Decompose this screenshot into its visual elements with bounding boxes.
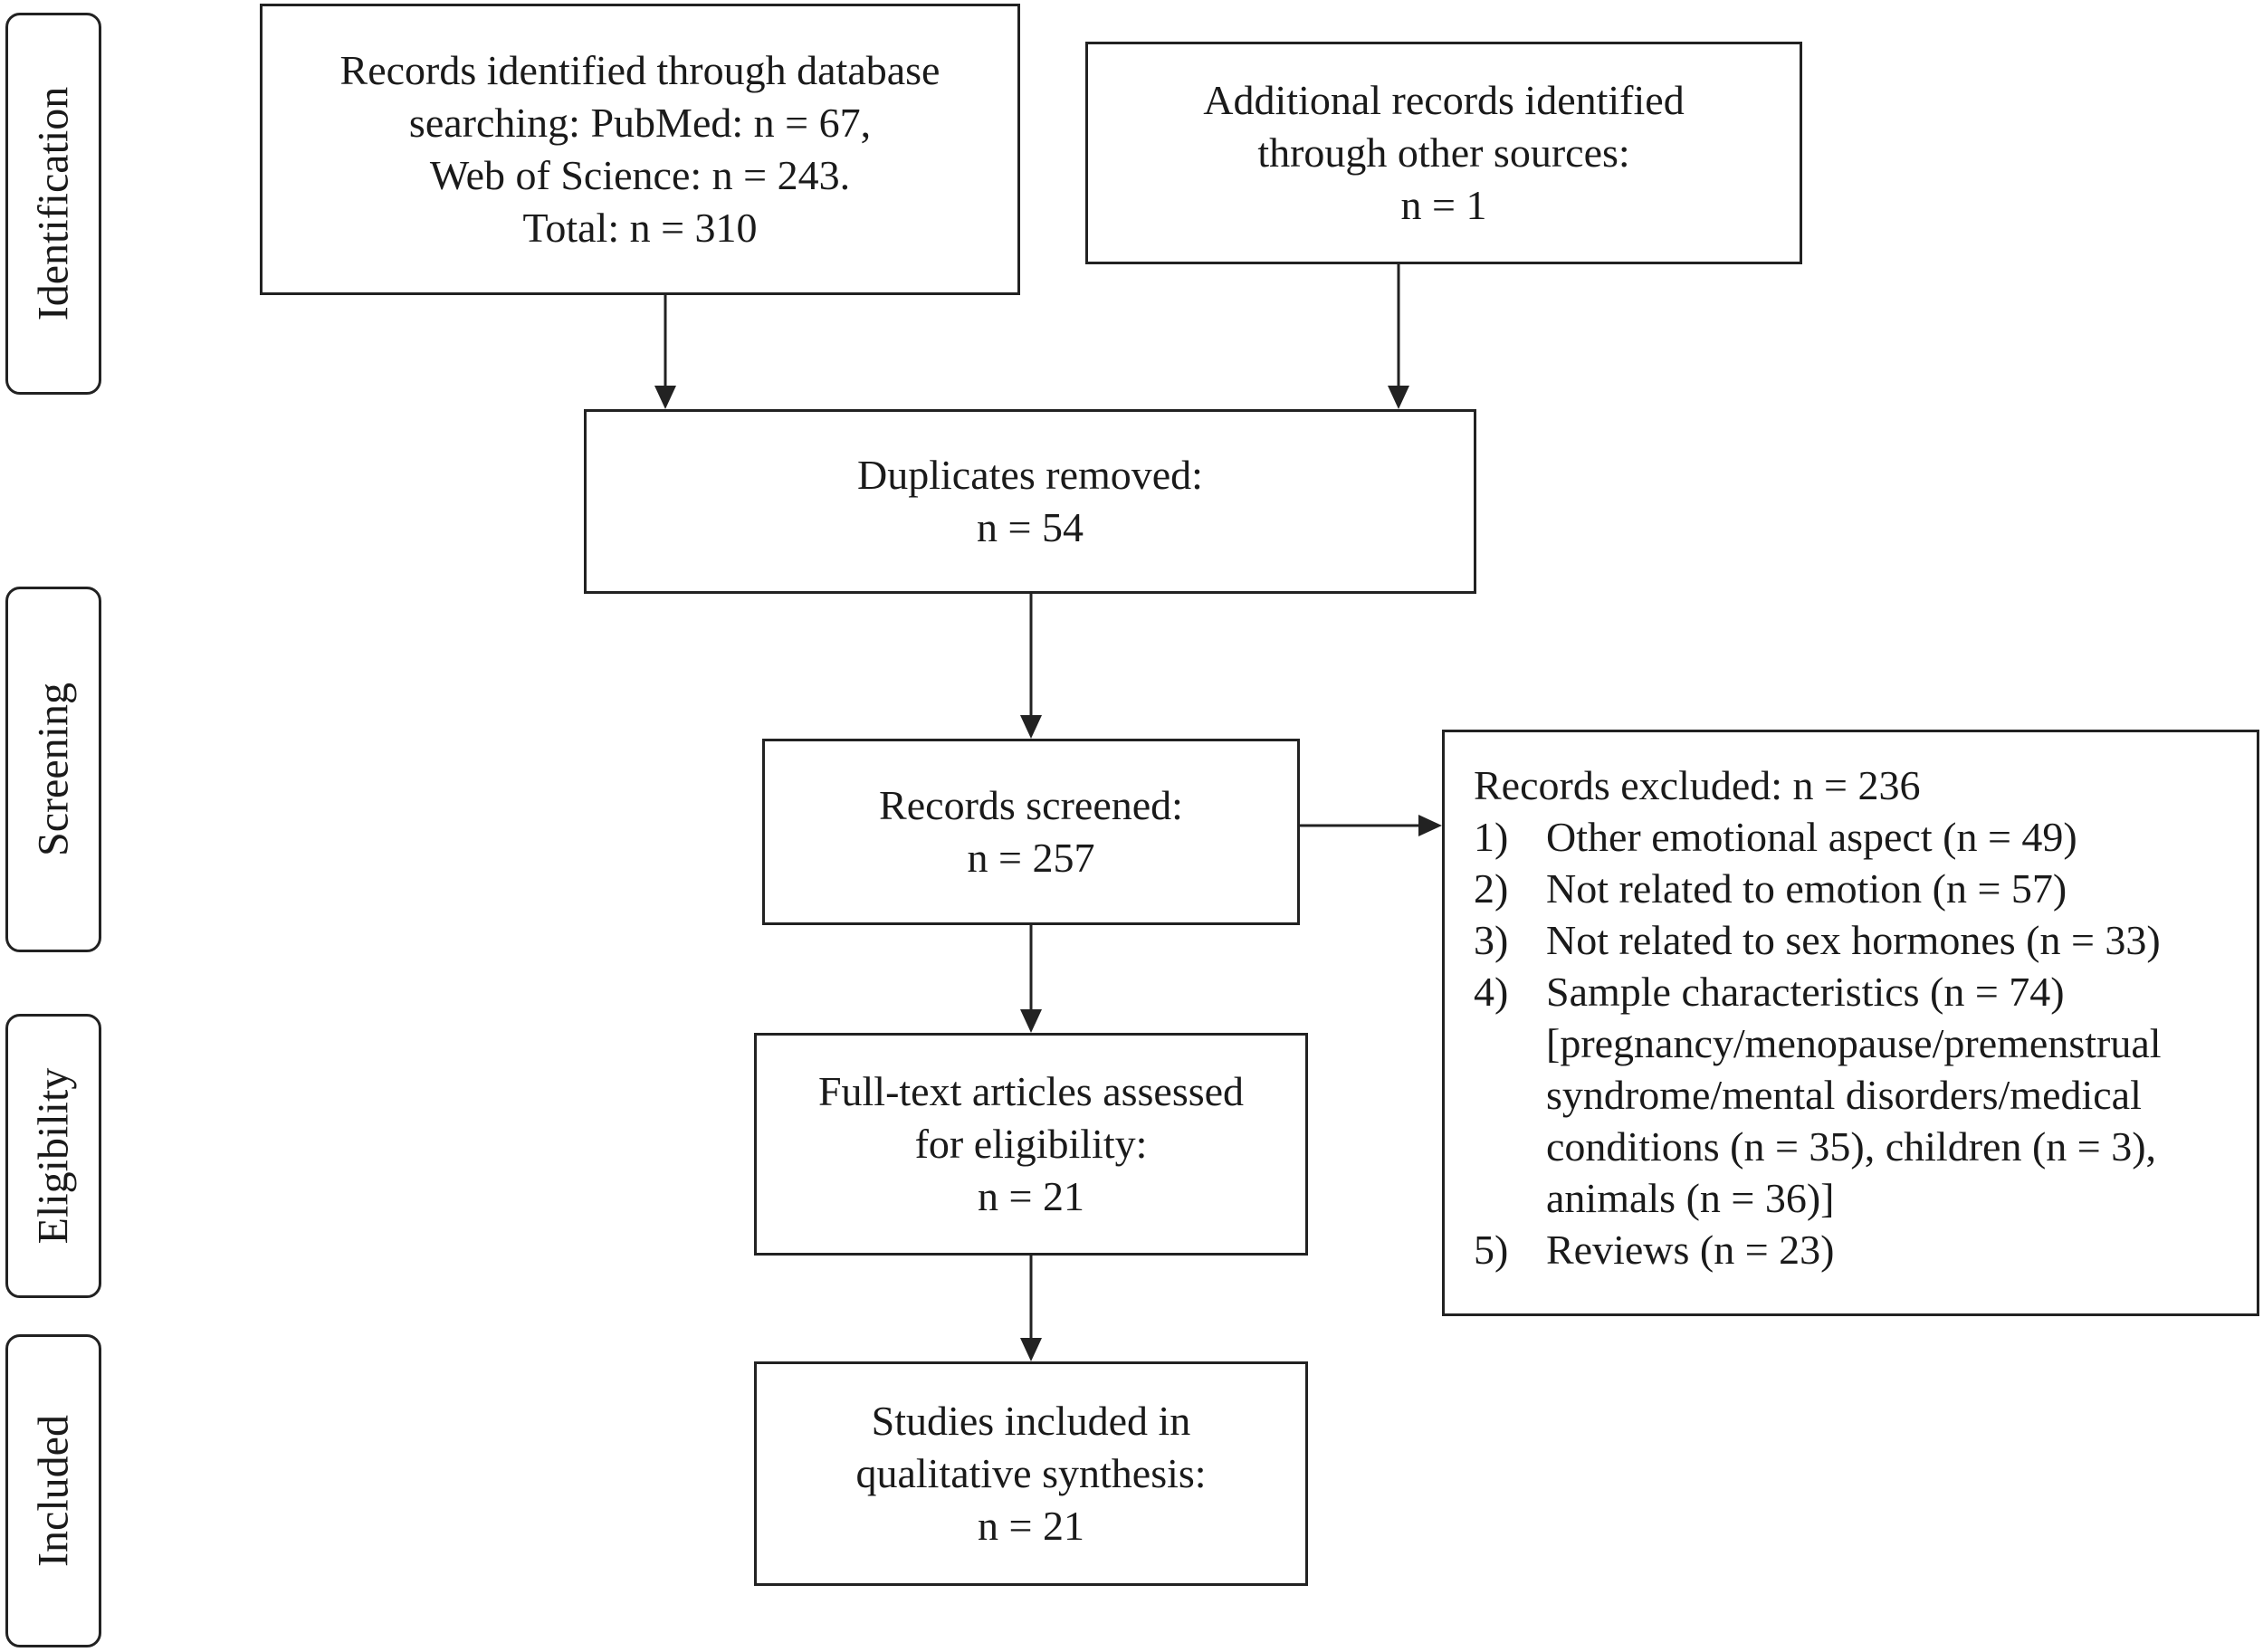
- box-line: n = 257: [967, 835, 1095, 881]
- box-line: n = 1: [1400, 182, 1487, 228]
- excluded-item-line: Other emotional aspect (n = 49): [1546, 814, 2077, 860]
- stage-included: Included: [5, 1334, 101, 1647]
- stage-eligibility: Eligibility: [5, 1014, 101, 1298]
- box-line: qualitative synthesis:: [855, 1450, 1207, 1496]
- records-screened-box: Records screened: n = 257: [762, 739, 1300, 925]
- excluded-item-line: syndrome/mental disorders/medical: [1546, 1072, 2142, 1118]
- arrowhead-icon: [1388, 386, 1409, 409]
- excluded-item-number: 4): [1474, 969, 1509, 1015]
- excluded-item-line: animals (n = 36)]: [1546, 1175, 1835, 1221]
- box-line: Records screened:: [879, 782, 1183, 828]
- box-line: for eligibility:: [914, 1121, 1148, 1167]
- records-excluded-box: Records excluded: n = 236 1) Other emoti…: [1442, 730, 2259, 1316]
- box-line: Total: n = 310: [522, 205, 758, 251]
- excluded-item-line: conditions (n = 35), children (n = 3),: [1546, 1123, 2157, 1170]
- excluded-item-line: Reviews (n = 23): [1546, 1227, 1835, 1273]
- arrowhead-icon: [1020, 1009, 1042, 1033]
- excluded-item-number: 3): [1474, 917, 1509, 963]
- box-line: Studies included in: [871, 1398, 1191, 1444]
- box-line: Web of Science: n = 243.: [429, 152, 851, 198]
- box-line: n = 21: [978, 1173, 1084, 1219]
- excluded-item: 4) Sample characteristics (n = 74) [preg…: [1474, 966, 2257, 1224]
- box-line: Additional records identified: [1203, 77, 1685, 123]
- excluded-item-line: Not related to emotion (n = 57): [1546, 865, 2067, 912]
- box-line: n = 21: [978, 1503, 1084, 1549]
- excluded-item: 3) Not related to sex hormones (n = 33): [1474, 914, 2257, 966]
- box-line: searching: PubMed: n = 67,: [408, 100, 872, 146]
- box-line: Duplicates removed:: [857, 452, 1203, 498]
- excluded-item: 2) Not related to emotion (n = 57): [1474, 863, 2257, 914]
- box-line: Records identified through database: [339, 47, 941, 93]
- other-sources-box: Additional records identified through ot…: [1085, 42, 1802, 264]
- studies-included-box: Studies included in qualitative synthesi…: [754, 1361, 1308, 1586]
- box-line: n = 54: [977, 504, 1084, 550]
- excluded-item-number: 1): [1474, 814, 1509, 860]
- box-line: through other sources:: [1257, 129, 1630, 176]
- excluded-item-line: Sample characteristics (n = 74): [1546, 969, 2065, 1015]
- box-line: Full-text articles assessed: [817, 1068, 1245, 1114]
- duplicates-removed-box: Duplicates removed: n = 54: [584, 409, 1476, 594]
- excluded-item-line: Not related to sex hormones (n = 33): [1546, 917, 2161, 963]
- stage-screening: Screening: [5, 587, 101, 952]
- database-records-box: Records identified through database sear…: [260, 4, 1020, 295]
- excluded-title: Records excluded: n = 236: [1474, 762, 1921, 808]
- arrowhead-icon: [654, 386, 676, 409]
- arrowhead-icon: [1020, 1338, 1042, 1361]
- stage-identification: Identification: [5, 13, 101, 395]
- arrowhead-icon: [1020, 715, 1042, 739]
- excluded-item: 5) Reviews (n = 23): [1474, 1224, 2257, 1275]
- excluded-item-number: 2): [1474, 865, 1509, 912]
- excluded-item-line: [pregnancy/menopause/premenstrual: [1546, 1020, 2162, 1066]
- excluded-item-number: 5): [1474, 1227, 1509, 1273]
- fulltext-assessed-box: Full-text articles assessed for eligibil…: [754, 1033, 1308, 1256]
- excluded-item: 1) Other emotional aspect (n = 49): [1474, 811, 2257, 863]
- arrowhead-icon: [1418, 815, 1442, 836]
